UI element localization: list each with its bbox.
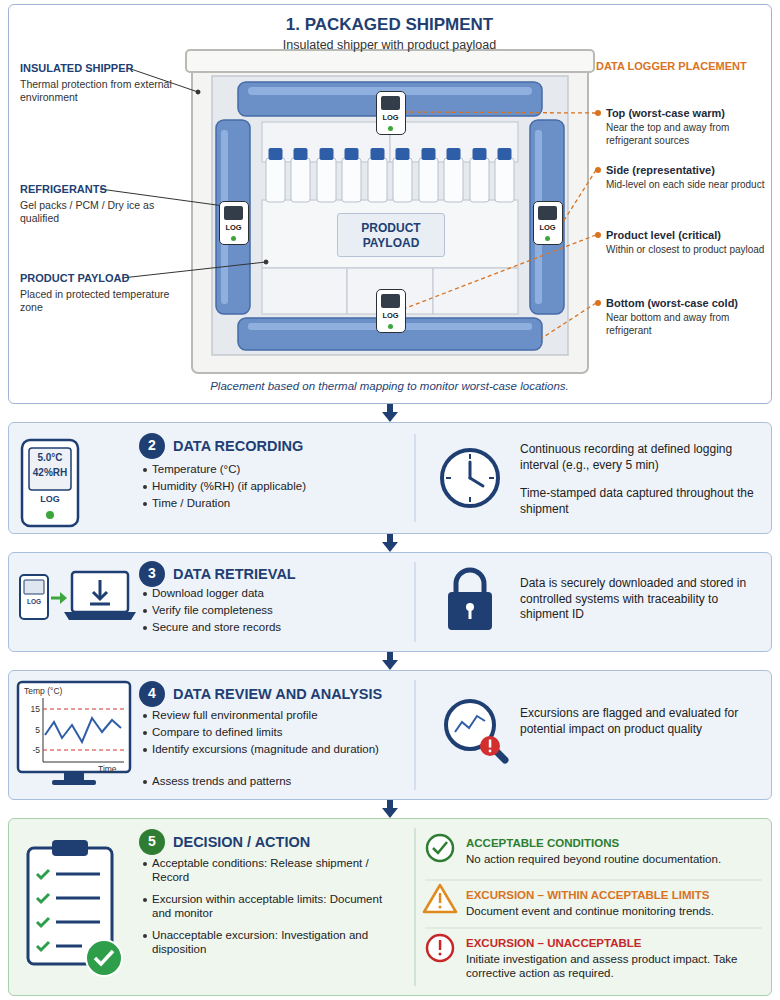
logger-text: LOG <box>377 311 404 320</box>
status-text: Initiate investigation and assess produc… <box>466 952 761 981</box>
bullet-item: Assess trends and patterns <box>142 774 392 788</box>
callout-title: Top (worst-case warm) <box>606 107 771 121</box>
axis-title: Temp (°C) <box>24 686 104 697</box>
arrow-shaft <box>387 404 393 413</box>
arrow-shaft <box>387 534 393 543</box>
bullet-item: Time / Duration <box>142 496 392 510</box>
bullet-item: Identify excursions (magnitude and durat… <box>142 742 380 756</box>
bullet-item: Verify file completeness <box>142 603 392 617</box>
part-description: Thermal protection from external environ… <box>20 78 185 104</box>
step-number: 3 <box>139 561 165 587</box>
screen-reading: 5.0°C <box>29 452 71 465</box>
section-subtitle: Insulated shipper with product payload <box>9 38 770 54</box>
callout-title: Side (representative) <box>606 164 771 178</box>
status-text: No action required beyond routine docume… <box>466 852 761 866</box>
logger-text: LOG <box>377 113 404 122</box>
part-heading: PRODUCT PAYLOAD <box>20 272 190 286</box>
part-description: Placed in protected temperature zone <box>20 288 185 314</box>
arrow-head <box>382 412 398 422</box>
part-description: Gel packs / PCM / Dry ice as qualified <box>20 199 185 225</box>
screen-reading: 42%RH <box>29 467 71 480</box>
part-heading: REFRIGERANTS <box>20 183 190 197</box>
payload-text: PRODUCT PAYLOAD <box>338 221 444 251</box>
section-heading: DATA RECORDING <box>173 437 423 455</box>
bullet-item: Temperature (°C) <box>142 462 392 476</box>
status-heading: ACCEPTABLE CONDITIONS <box>466 836 761 850</box>
status-heading: EXCURSION – UNACCEPTABLE <box>466 936 761 950</box>
arrow-shaft <box>387 800 393 809</box>
logger-text: LOG <box>534 223 561 232</box>
bullet-item: Excursion within acceptable limits: Docu… <box>142 892 392 921</box>
callout-body: Near bottom and away from refrigerant <box>606 312 766 337</box>
axis-tick: 15 <box>22 704 40 715</box>
step-number: 4 <box>139 681 165 707</box>
bullet-item: Compare to defined limits <box>142 725 392 739</box>
bullet-item: Unacceptable excursion: Investigation an… <box>142 928 392 957</box>
axis-title: Time <box>98 764 128 775</box>
bullet-item: Download logger data <box>142 586 392 600</box>
callout-body: Mid-level on each side near product <box>606 179 766 192</box>
step-number-text: 3 <box>139 565 165 583</box>
data-logger: LOG <box>376 91 406 135</box>
data-logger: LOG <box>376 289 406 333</box>
flow-arrow <box>382 800 398 818</box>
callout-body: Within or closest to product payload <box>606 244 766 257</box>
status-text: Document event and continue monitoring t… <box>466 904 761 918</box>
arrow-head <box>382 542 398 552</box>
arrow-head <box>382 808 398 818</box>
axis-tick: -5 <box>22 745 40 756</box>
arrow-shaft <box>387 652 393 661</box>
step-number: 2 <box>139 433 165 459</box>
bullet-item: Secure and store records <box>142 620 392 634</box>
logger-text: LOG <box>220 223 247 232</box>
section-title: 1. PACKAGED SHIPMENT <box>9 14 770 35</box>
step-number: 5 <box>139 829 165 855</box>
data-logger: LOG <box>533 201 563 245</box>
callout-title: Bottom (worst-case cold) <box>606 297 771 311</box>
step-number-text: 4 <box>139 685 165 703</box>
part-heading: INSULATED SHIPPER <box>20 62 190 76</box>
arrow-head <box>382 660 398 670</box>
note-text: Data is securely downloaded and stored i… <box>520 576 760 623</box>
step-number-text: 5 <box>139 833 165 851</box>
note-text: Time-stamped data captured throughout th… <box>520 486 760 517</box>
device-label: LOG <box>29 494 71 505</box>
callout-body: Near the top and away from refrigerant s… <box>606 122 766 147</box>
bullet-item: Review full environmental profile <box>142 708 392 722</box>
bullet-item: Acceptable conditions: Release shipment … <box>142 856 392 885</box>
note-text: Excursions are flagged and evaluated for… <box>520 706 760 737</box>
flow-arrow <box>382 652 398 670</box>
process-section: DATA RECORDING 2 <box>8 422 772 534</box>
status-heading: EXCURSION – WITHIN ACCEPTABLE LIMITS <box>466 888 761 902</box>
flow-arrow <box>382 534 398 552</box>
step-number-text: 2 <box>139 437 165 455</box>
axis-tick: 5 <box>22 725 40 736</box>
section-heading: DATA REVIEW AND ANALYSIS <box>173 685 423 703</box>
device-label: LOG <box>20 598 48 606</box>
bullet-item: Humidity (%RH) (if applicable) <box>142 479 392 493</box>
flow-arrow <box>382 404 398 422</box>
section-caption: Placement based on thermal mapping to mo… <box>9 379 770 393</box>
note-text: Continuous recording at defined logging … <box>520 442 760 473</box>
callout-title: Product level (critical) <box>606 229 771 243</box>
payload-label-box: PRODUCT PAYLOAD <box>337 213 445 257</box>
callout-heading: DATA LOGGER PLACEMENT <box>596 60 771 74</box>
section-heading: DECISION / ACTION <box>173 833 423 851</box>
section-heading: DATA RETRIEVAL <box>173 565 423 583</box>
data-logger: LOG <box>219 201 249 245</box>
